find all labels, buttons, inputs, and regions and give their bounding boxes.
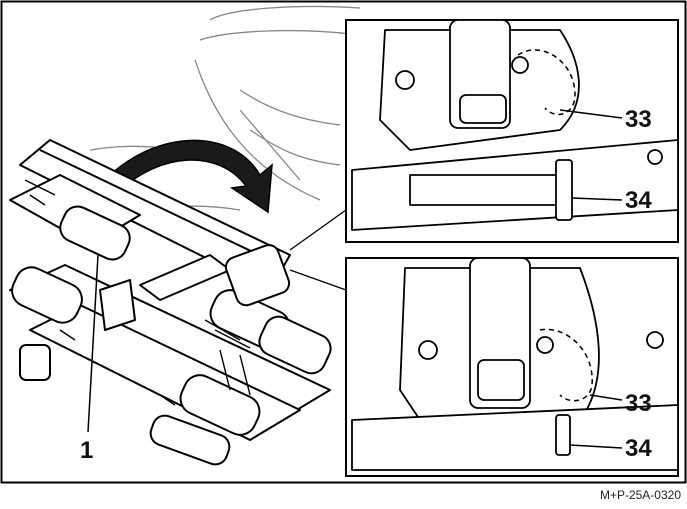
detail-panel-top: [345, 19, 679, 243]
bike-carrier-assembly: [9, 139, 332, 466]
leader-line-1: [87, 254, 99, 433]
bottom-dashed-pin: [539, 328, 593, 402]
assembly-details: [24, 179, 251, 406]
zoom-connectors: [289, 209, 347, 291]
detail-panel-bottom: [345, 257, 679, 477]
outer-border: [0, 0, 687, 484]
bottom-bolt: [418, 340, 438, 360]
reference-code: M+P-25A-0320: [599, 488, 681, 502]
callout-34-bottom: 34: [625, 435, 652, 462]
top-bolt: [395, 70, 415, 90]
callout-33-top: 33: [625, 106, 652, 133]
callout-34-top: 34: [625, 187, 652, 214]
top-dashed-pin: [517, 49, 576, 116]
callout-33-bottom: 33: [625, 390, 652, 417]
callout-1: 1: [80, 437, 93, 464]
rotation-arrow: [98, 139, 273, 214]
